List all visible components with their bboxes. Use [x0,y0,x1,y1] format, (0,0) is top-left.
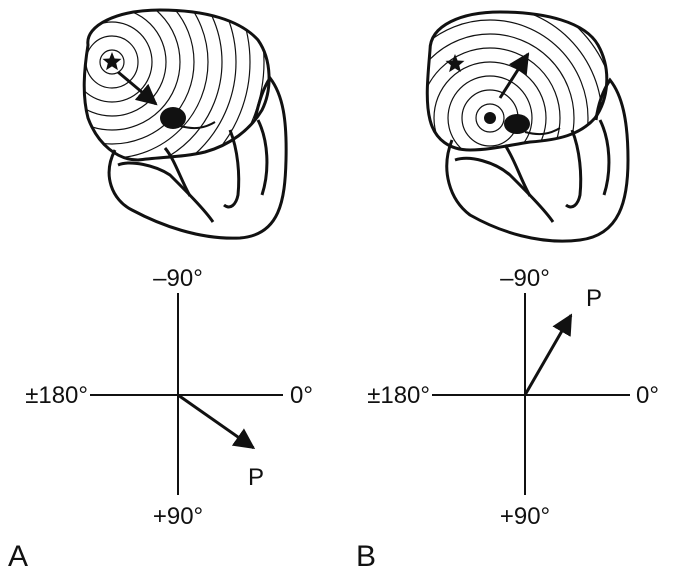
panel-b-letter: B [356,540,376,573]
heart-b-inner-chamber-right [565,129,583,209]
axis-system-a: –90° +90° ±180° 0° P [25,265,313,530]
star-icon [445,54,465,73]
vector-b-label: P [586,285,602,312]
heart-b-septum [454,156,555,223]
heart-a-right-wall [256,119,269,196]
heart-a-wavefronts [84,10,270,160]
panel-a-letter: A [8,540,28,573]
heart-a-septum [117,161,215,223]
heart-a-ventricle-outline [107,75,288,240]
heart-a-atrium-outline [82,8,271,162]
axis-a-label-left: ±180° [25,382,88,409]
vector-b-arrow [523,313,573,396]
heart-a-propagation-arrow [117,70,158,106]
axis-b-label-top: –90° [500,265,550,292]
heart-b-propagation-arrow [498,52,530,99]
heart-a-av-node [160,107,186,129]
heart-b-inner-chamber-left [503,144,532,197]
axis-a-label-right: 0° [290,382,313,409]
axis-b-label-bottom: +90° [500,503,550,530]
heart-b-ventricle-outline [445,77,630,243]
heart-b-right-wall [598,119,611,196]
heart-a [82,8,288,240]
axis-a-label-bottom: +90° [153,503,203,530]
star-icon [102,52,122,71]
vector-a-label: P [248,464,264,491]
heart-b-av-node [504,114,530,134]
axis-b-label-left: ±180° [367,382,430,409]
heart-b-atrium-outline [425,10,609,152]
heart-b-conduction-branch [524,127,561,136]
heart-a-inner-chamber-left [163,147,192,197]
vector-a-arrow [177,393,256,450]
heart-b-ectopic-focus [484,112,496,124]
heart-a-inner-chamber-right [223,129,241,209]
axis-b-label-right: 0° [636,382,659,409]
axis-system-b: –90° +90° ±180° 0° P [367,265,659,530]
heart-a-conduction-branch [179,121,216,130]
axis-a-label-top: –90° [153,265,203,292]
heart-b [425,10,630,243]
